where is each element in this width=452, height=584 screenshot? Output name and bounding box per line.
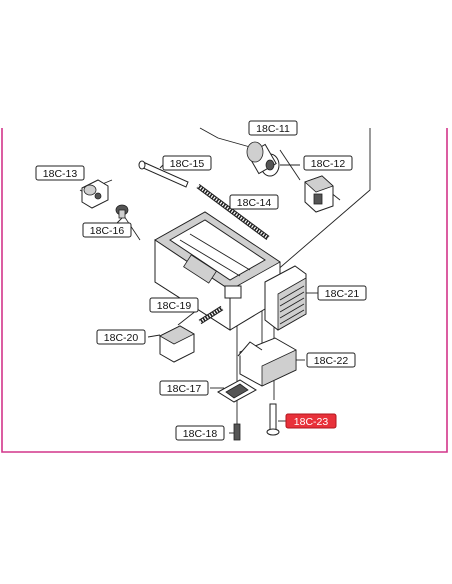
label-18c-14[interactable]: 18C-14 xyxy=(229,194,279,210)
label-18c-23-highlighted[interactable]: 18C-23 xyxy=(285,413,337,429)
label-18c-12[interactable]: 18C-12 xyxy=(303,155,353,171)
svg-text:18C-12: 18C-12 xyxy=(311,158,346,170)
part-18c-18 xyxy=(233,423,241,441)
svg-text:18C-19: 18C-19 xyxy=(157,300,192,312)
part-18c-21 xyxy=(264,265,307,331)
svg-text:18C-22: 18C-22 xyxy=(314,355,349,367)
part-18c-11 xyxy=(246,141,280,177)
svg-text:18C-14: 18C-14 xyxy=(237,197,272,209)
part-18c-13 xyxy=(81,179,109,209)
part-18c-16 xyxy=(115,204,129,219)
label-18c-11[interactable]: 18C-11 xyxy=(248,120,298,136)
svg-text:18C-23: 18C-23 xyxy=(294,416,329,428)
part-18c-17 xyxy=(217,379,257,403)
label-18c-17[interactable]: 18C-17 xyxy=(159,380,209,396)
label-18c-15[interactable]: 18C-15 xyxy=(162,155,212,171)
part-18c-22 xyxy=(237,337,297,387)
label-18c-16[interactable]: 18C-16 xyxy=(82,222,132,238)
part-18c-12 xyxy=(304,175,334,213)
part-18c-20 xyxy=(159,325,195,363)
svg-text:18C-20: 18C-20 xyxy=(104,332,139,344)
part-18c-19 xyxy=(198,305,224,325)
svg-text:18C-11: 18C-11 xyxy=(256,123,290,135)
svg-text:18C-17: 18C-17 xyxy=(167,383,202,395)
label-18c-19[interactable]: 18C-19 xyxy=(149,297,199,313)
part-18c-14 xyxy=(196,183,270,241)
svg-text:18C-15: 18C-15 xyxy=(170,158,205,170)
label-18c-21[interactable]: 18C-21 xyxy=(317,285,367,301)
part-labels: 18C-11 18C-12 18C-13 18C-14 18C-15 18C-1… xyxy=(35,120,367,441)
label-18c-18[interactable]: 18C-18 xyxy=(175,425,225,441)
part-18c-23 xyxy=(266,403,280,436)
svg-text:18C-13: 18C-13 xyxy=(43,168,78,180)
label-18c-13[interactable]: 18C-13 xyxy=(35,165,85,181)
label-18c-20[interactable]: 18C-20 xyxy=(96,329,146,345)
svg-text:18C-21: 18C-21 xyxy=(325,288,360,300)
part-18c-15 xyxy=(138,160,189,188)
diagram-frame xyxy=(1,128,448,453)
svg-text:18C-18: 18C-18 xyxy=(183,428,218,440)
svg-text:18C-16: 18C-16 xyxy=(90,225,125,237)
label-18c-22[interactable]: 18C-22 xyxy=(306,352,356,368)
